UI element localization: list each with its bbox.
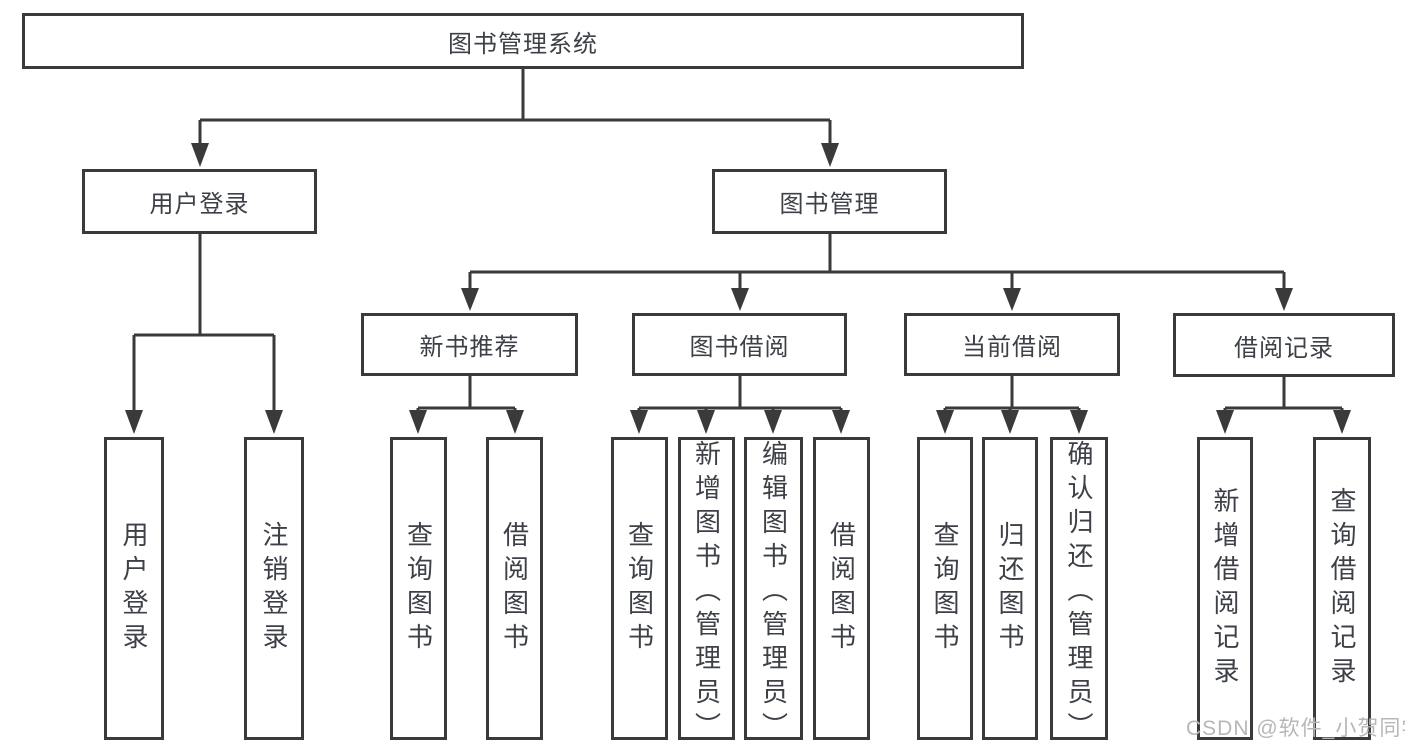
node-leaf-query-books-recommend: 查询图书 bbox=[390, 437, 447, 740]
node-leaf-query-books-current: 查询图书 bbox=[917, 437, 973, 740]
node-leaf-borrow-books: 借阅图书 bbox=[813, 437, 870, 740]
csdn-watermark: CSDN @软件_小贺同学 bbox=[1186, 717, 1405, 740]
node-leaf-query-books-borrowing: 查询图书 bbox=[611, 437, 668, 740]
node-book-borrowing: 图书借阅 bbox=[632, 313, 847, 376]
leaf-label: 注销登录 bbox=[259, 520, 289, 657]
node-leaf-query-borrow-record: 查询借阅记录 bbox=[1313, 437, 1371, 740]
leaf-label: 新增借阅记录 bbox=[1210, 486, 1240, 691]
node-book-management: 图书管理 bbox=[712, 169, 947, 234]
leaf-label: 确认归还（管理员） bbox=[1064, 440, 1094, 746]
node-leaf-borrow-books-recommend: 借阅图书 bbox=[486, 437, 543, 740]
node-library-system: 图书管理系统 bbox=[22, 13, 1024, 69]
node-leaf-edit-books-admin: 编辑图书（管理员） bbox=[744, 437, 803, 746]
leaf-label: 编辑图书（管理员） bbox=[758, 440, 789, 746]
leaf-label: 归还图书 bbox=[995, 520, 1025, 657]
node-leaf-confirm-return-admin: 确认归还（管理员） bbox=[1050, 437, 1108, 746]
leaf-label: 用户登录 bbox=[119, 520, 149, 657]
node-leaf-add-books-admin: 新增图书（管理员） bbox=[678, 437, 735, 746]
node-current-borrowing: 当前借阅 bbox=[904, 313, 1120, 376]
node-new-book-recommend: 新书推荐 bbox=[361, 313, 578, 376]
node-leaf-logout: 注销登录 bbox=[244, 437, 304, 740]
leaf-label: 新增图书（管理员） bbox=[691, 440, 722, 746]
leaf-label: 借阅图书 bbox=[826, 520, 857, 657]
node-leaf-return-books: 归还图书 bbox=[982, 437, 1038, 740]
node-user-login: 用户登录 bbox=[82, 169, 317, 234]
leaf-label: 查询图书 bbox=[930, 520, 960, 657]
leaf-label: 查询图书 bbox=[624, 520, 655, 657]
leaf-label: 查询图书 bbox=[403, 520, 434, 657]
node-borrowing-records: 借阅记录 bbox=[1173, 313, 1395, 377]
node-leaf-add-borrow-record: 新增借阅记录 bbox=[1197, 437, 1253, 740]
leaf-label: 查询借阅记录 bbox=[1327, 486, 1357, 691]
node-leaf-user-login: 用户登录 bbox=[104, 437, 164, 740]
leaf-label: 借阅图书 bbox=[499, 520, 530, 657]
